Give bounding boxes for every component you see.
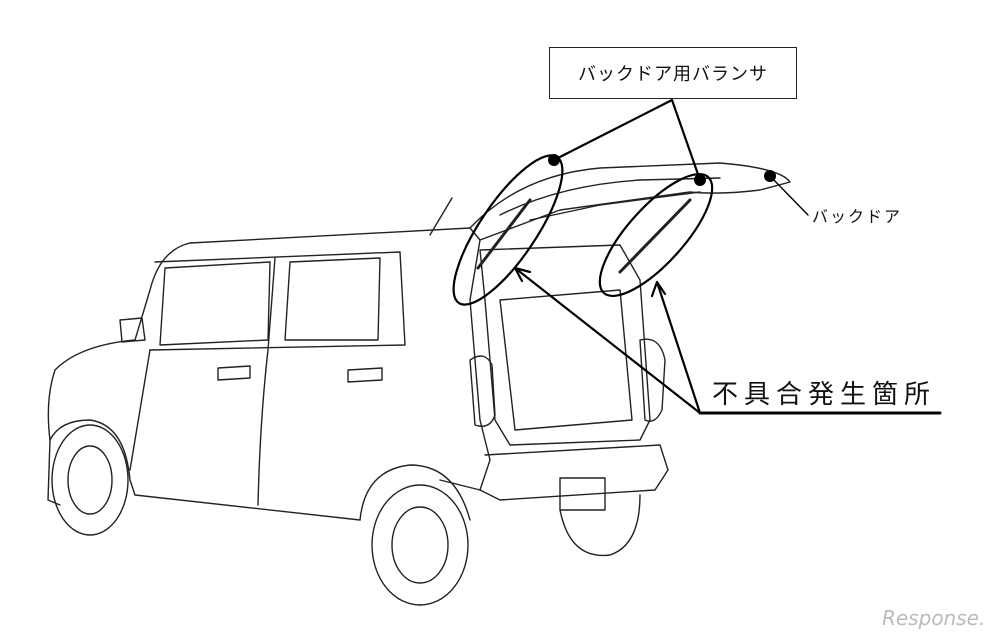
annotation-lines [452, 98, 942, 415]
right-strut-highlight-ellipse [598, 172, 714, 298]
back-door-label: バックドア [812, 207, 903, 226]
watermark-logo: Response. [882, 606, 986, 630]
defect-location-label: 不具合発生箇所 [712, 380, 937, 410]
marker-dots [548, 154, 776, 186]
car-body [47, 162, 791, 606]
balancer-label: バックドア用バランサ [549, 47, 797, 99]
